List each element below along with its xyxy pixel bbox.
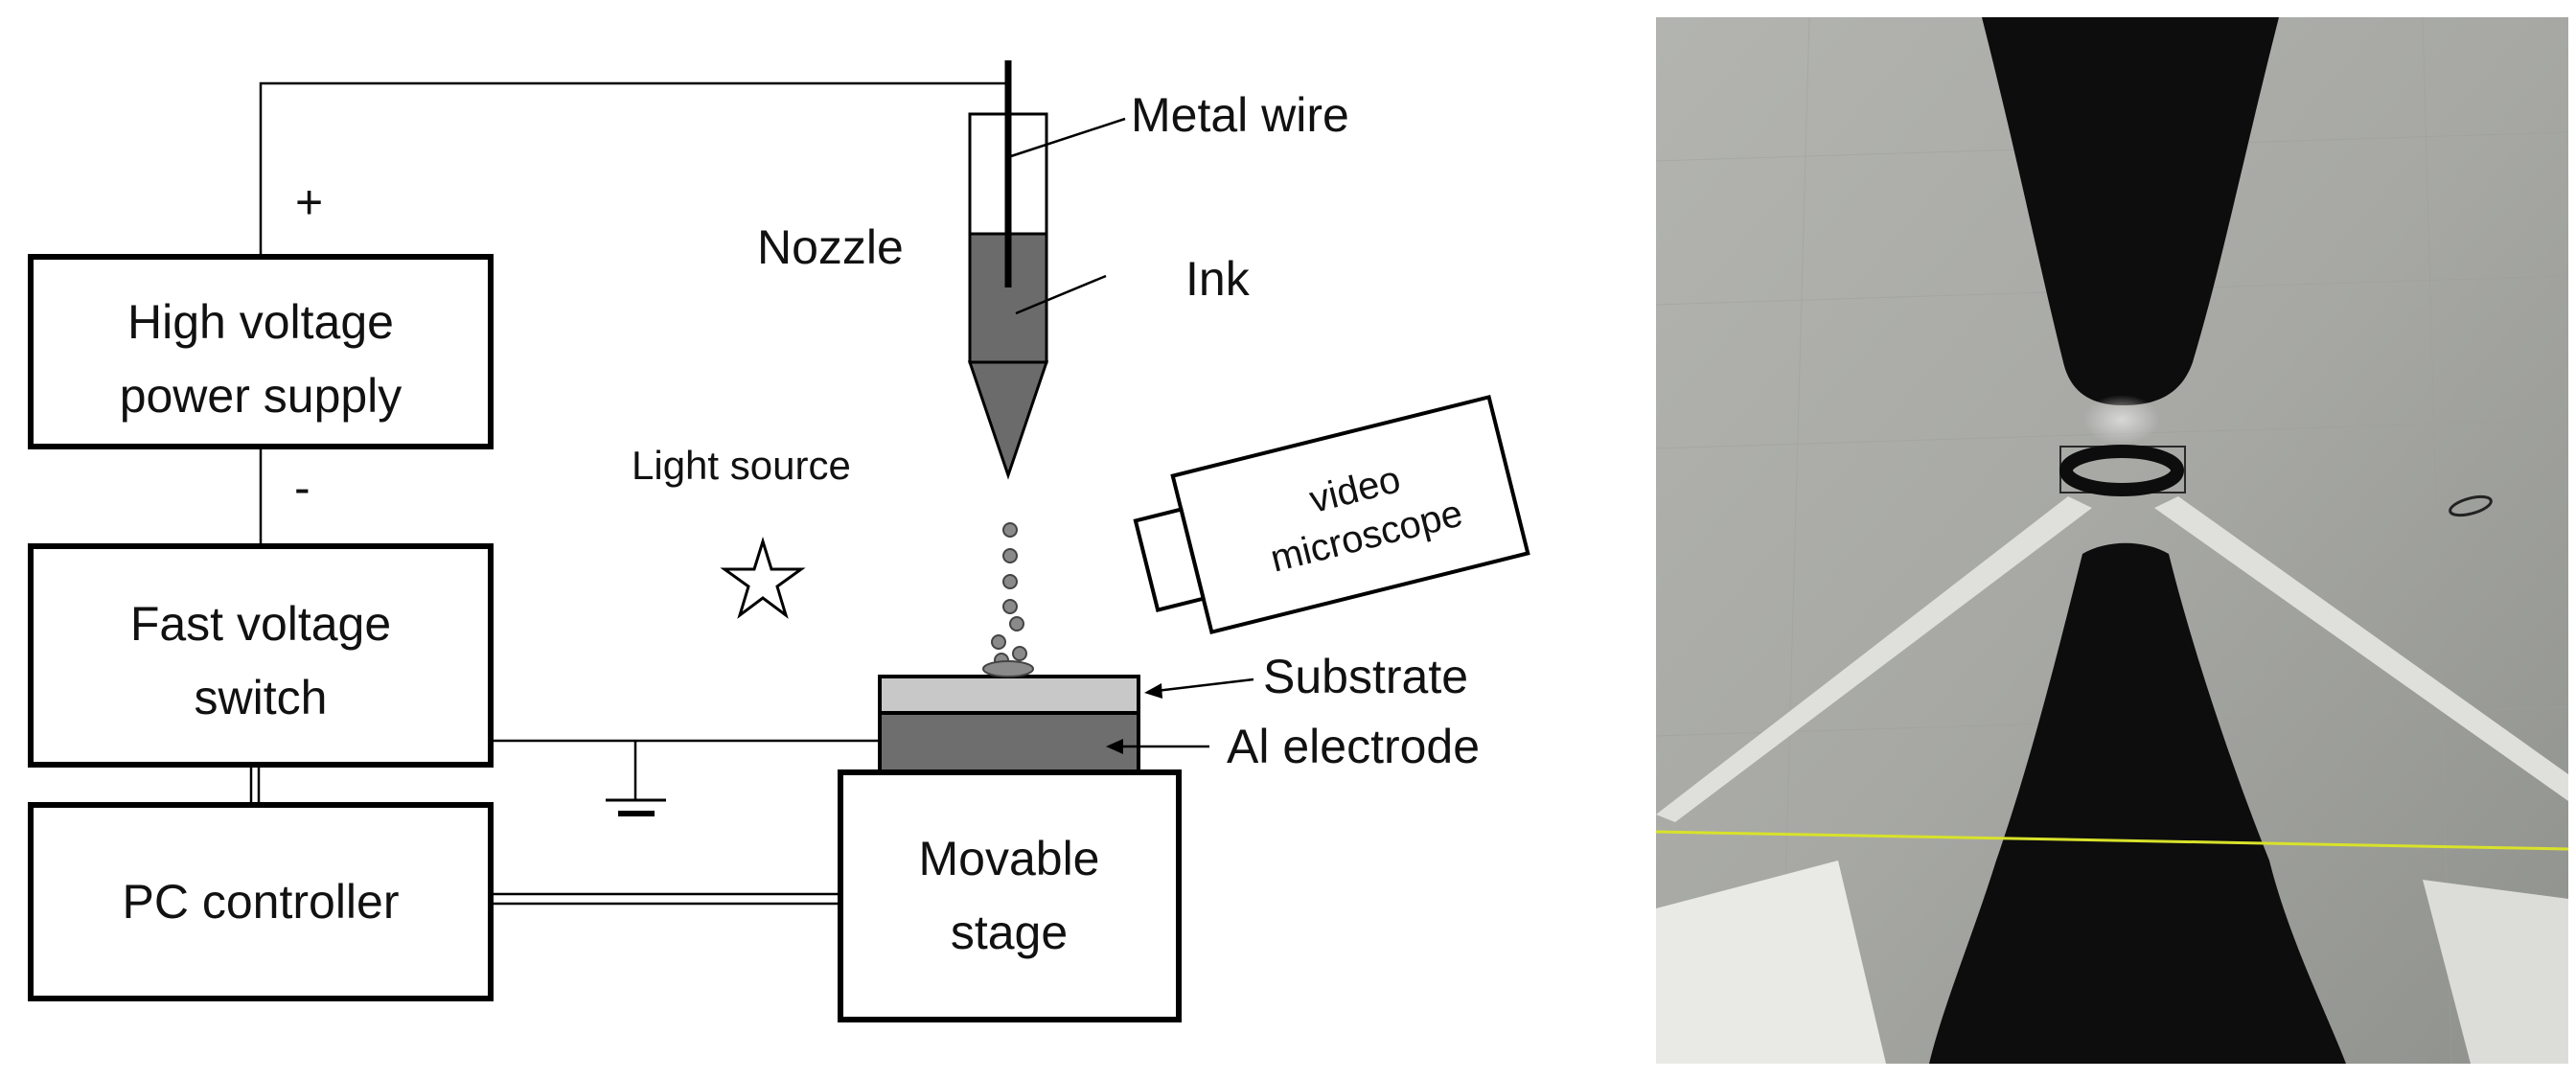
al-electrode-layer: [878, 711, 1140, 774]
movable-stage-label-2: stage: [951, 906, 1068, 959]
upper-nozzle-silhouette: [1982, 17, 2279, 405]
dust-particle: [2449, 494, 2493, 517]
ink-leader: [1015, 274, 1107, 315]
bottom-left-plate: [1656, 861, 1886, 1064]
microscope-photo: [1656, 17, 2568, 1064]
metal-wire-leader: [1010, 117, 1126, 158]
substrate-layer: [878, 675, 1140, 715]
substrate-arrowhead: [1144, 683, 1162, 699]
left-electrode-prong: [1656, 496, 2092, 822]
pc-controller-label: PC controller: [123, 875, 400, 929]
plus-terminal: +: [295, 175, 323, 229]
nozzle-label: Nozzle: [757, 220, 904, 274]
yellow-guide-line: [1656, 830, 2568, 851]
metal-wire-label: Metal wire: [1131, 88, 1349, 142]
light-source-star: [720, 536, 806, 619]
substrate-label: Substrate: [1263, 650, 1468, 703]
fast-voltage-switch-box: Fast voltage switch: [28, 543, 494, 768]
meniscus-ring: [2059, 445, 2184, 496]
substrate-leader: [1147, 677, 1254, 694]
high-voltage-supply-box: High voltage power supply: [28, 254, 494, 449]
ink-label: Ink: [1185, 252, 1251, 306]
video-microscope: video microscope: [1133, 394, 1530, 635]
electrode-arrowhead: [1106, 739, 1123, 754]
lower-dark-silhouette: [1929, 542, 2346, 1064]
high-voltage-supply-label-2: power supply: [120, 369, 402, 423]
wire-supply-to-metal-wire: [259, 81, 1006, 257]
ehd-printing-schematic: High voltage power supply + - Fast volta…: [28, 60, 1530, 1022]
nozzle-tip-highlight: [2083, 395, 2160, 445]
movable-stage-label-1: Movable: [919, 832, 1100, 885]
fast-voltage-switch-label-2: switch: [195, 671, 328, 724]
ink-droplets: [982, 522, 1034, 677]
electrode-label: Al electrode: [1227, 720, 1480, 773]
fast-voltage-switch-label-1: Fast voltage: [130, 597, 391, 651]
light-source-label: Light source: [632, 443, 851, 488]
ground-symbol: [606, 741, 666, 816]
pc-controller-box: PC controller: [28, 802, 494, 1001]
bottom-right-plate: [2423, 880, 2568, 1064]
high-voltage-supply-label-1: High voltage: [127, 295, 394, 349]
right-electrode-prong: [2154, 496, 2568, 801]
movable-stage-box: Movable stage: [838, 769, 1182, 1022]
minus-terminal: -: [294, 461, 310, 515]
